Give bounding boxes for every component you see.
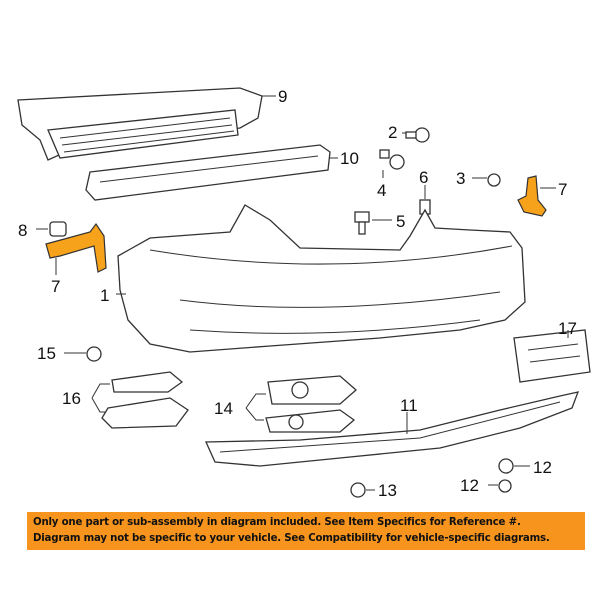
disclaimer-line-2: Diagram may not be specific to your vehi… bbox=[33, 533, 550, 544]
callout-10: 10 bbox=[340, 149, 359, 168]
callout-14: 14 bbox=[214, 399, 233, 418]
disclaimer-line-1: Only one part or sub-assembly in diagram… bbox=[33, 517, 521, 528]
callout-2: 2 bbox=[388, 123, 397, 142]
fastener-4 bbox=[379, 149, 405, 178]
fastener-3 bbox=[472, 173, 501, 187]
part-7-right-bracket bbox=[517, 175, 556, 217]
callout-9: 9 bbox=[278, 87, 287, 106]
fastener-15 bbox=[64, 346, 102, 362]
part-9-upper-absorber bbox=[17, 87, 276, 161]
part-10-reinforcement bbox=[85, 144, 338, 201]
fastener-12-left bbox=[488, 479, 512, 493]
part-17-license-bracket bbox=[513, 329, 591, 383]
callout-15: 15 bbox=[37, 344, 56, 363]
callout-17: 17 bbox=[558, 319, 577, 338]
callout-11: 11 bbox=[400, 396, 418, 415]
fastener-5 bbox=[354, 211, 392, 235]
fastener-2 bbox=[402, 127, 430, 143]
part-16-fog-bezel bbox=[91, 371, 189, 429]
callout-7-left: 7 bbox=[51, 277, 60, 296]
callout-16: 16 bbox=[62, 389, 81, 408]
callout-6: 6 bbox=[419, 168, 428, 187]
part-7-left-bracket bbox=[45, 222, 107, 275]
callout-3: 3 bbox=[456, 169, 465, 188]
callout-8: 8 bbox=[18, 221, 27, 240]
disclaimer-banner: Only one part or sub-assembly in diagram… bbox=[27, 512, 585, 550]
callout-4: 4 bbox=[377, 181, 386, 200]
fastener-8 bbox=[36, 221, 67, 237]
callout-13: 13 bbox=[378, 481, 397, 500]
part-11-lower-valance bbox=[205, 391, 580, 467]
part-14-fog-bezel bbox=[245, 375, 357, 433]
fastener-12-right bbox=[498, 458, 530, 474]
callout-12-right: 12 bbox=[533, 458, 552, 477]
callout-1: 1 bbox=[100, 286, 109, 305]
callout-5: 5 bbox=[396, 212, 405, 231]
callout-12-left: 12 bbox=[460, 476, 479, 495]
callout-7-right: 7 bbox=[558, 180, 567, 199]
fastener-13 bbox=[350, 482, 375, 498]
part-1-bumper-cover bbox=[116, 204, 526, 353]
